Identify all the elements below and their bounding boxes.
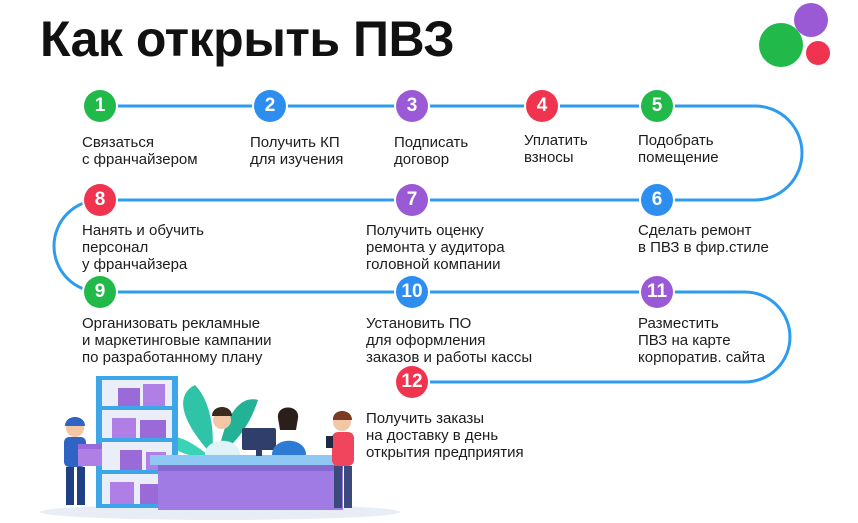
shelf-rack-icon — [96, 376, 178, 508]
logo-dot-green — [759, 23, 803, 67]
steps-path-line — [52, 104, 804, 384]
step-label: Связаться с франчайзером — [82, 134, 198, 168]
step-label: Подобрать помещение — [638, 132, 719, 166]
step-number-badge: 1 — [84, 90, 116, 122]
step-label: Нанять и обучить персонал у франчайзера — [82, 222, 204, 273]
step-number-badge: 6 — [641, 184, 673, 216]
reception-counter-icon — [150, 455, 350, 510]
step-number-badge: 8 — [84, 184, 116, 216]
staff-person-icon — [205, 407, 240, 455]
courier-person-icon — [64, 417, 102, 505]
step-number-badge: 7 — [396, 184, 428, 216]
step-number-badge: 4 — [526, 90, 558, 122]
step-number-badge: 9 — [84, 276, 116, 308]
step-number-badge: 2 — [254, 90, 286, 122]
step-number-badge: 10 — [396, 276, 428, 308]
step-label: Уплатить взносы — [524, 132, 588, 166]
step-label: Установить ПО для оформления заказов и р… — [366, 315, 533, 366]
staff-person-icon-2 — [272, 407, 306, 455]
step-label: Получить оценку ремонта у аудитора голов… — [366, 222, 505, 273]
customer-person-icon — [326, 411, 354, 508]
step-number-badge: 3 — [396, 90, 428, 122]
step-label: Подписать договор — [394, 134, 469, 168]
page-title: Как открыть ПВЗ — [40, 11, 455, 67]
monitor-icon — [242, 428, 276, 456]
step-number-badge: 12 — [396, 366, 428, 398]
logo-dot-purple — [794, 3, 828, 37]
step-number-badge: 5 — [641, 90, 673, 122]
step-label: Разместить ПВЗ на карте корпоратив. сайт… — [638, 315, 766, 366]
step-label: Организовать рекламные и маркетинговые к… — [82, 315, 272, 366]
step-label: Сделать ремонт в ПВЗ в фир.стиле — [638, 222, 769, 256]
step-label: Получить заказы на доставку в день откры… — [366, 410, 524, 461]
step-label: Получить КП для изучения — [250, 134, 344, 168]
logo-dot-red — [806, 41, 830, 65]
step-number-badge: 11 — [641, 276, 673, 308]
